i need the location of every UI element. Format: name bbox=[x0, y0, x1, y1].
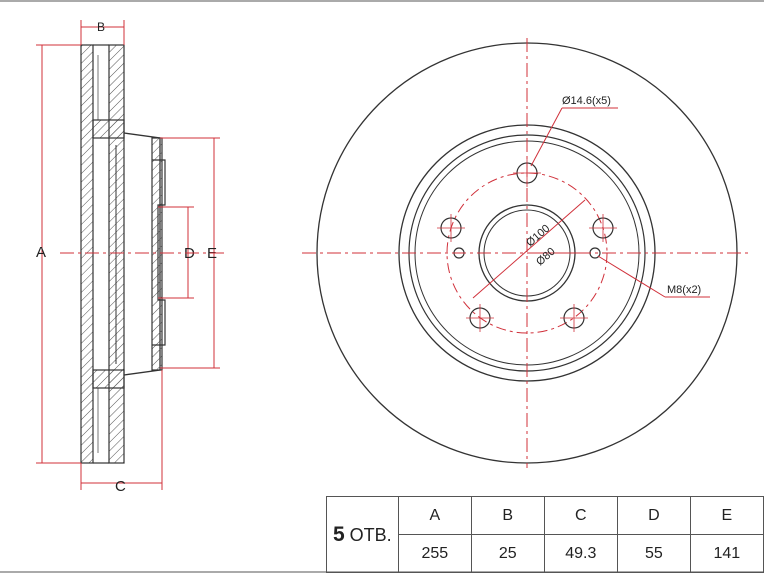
hat-wall-bottom bbox=[92, 369, 125, 389]
thread-label: M8(x2) bbox=[667, 284, 701, 296]
pcd-label: Ø100 bbox=[524, 223, 552, 250]
pcd-leader bbox=[472, 199, 586, 299]
hat-wall-top bbox=[92, 119, 125, 139]
value-A: 255 bbox=[397, 534, 472, 573]
spec-value-row: 255 25 49.3 55 141 bbox=[327, 534, 764, 573]
bolt-hole-label: Ø14.6(x5) bbox=[562, 95, 611, 107]
header-B: B bbox=[470, 496, 545, 535]
dim-B-label: B bbox=[97, 20, 105, 34]
dim-C-label: C bbox=[115, 478, 126, 495]
value-D: 55 bbox=[617, 534, 691, 573]
thread-leader bbox=[597, 255, 666, 298]
hub-bore bbox=[152, 159, 166, 346]
center-bore-label: Ø80 bbox=[534, 246, 558, 269]
front-view: Ø14.6(x5) Ø100 Ø80 M8(x2) bbox=[302, 38, 750, 468]
header-A: A bbox=[397, 496, 472, 535]
holes-cell: 5 ОТВ. bbox=[326, 496, 399, 573]
friction-plate-outer bbox=[80, 44, 94, 464]
dim-A-label: A bbox=[36, 244, 46, 261]
value-C: 49.3 bbox=[543, 534, 619, 573]
header-C: C bbox=[543, 496, 619, 535]
header-D: D bbox=[617, 496, 691, 535]
value-B: 25 bbox=[470, 534, 545, 573]
spec-table: 5 ОТВ. A B C D E 255 25 49.3 55 141 bbox=[326, 496, 764, 573]
value-E: 141 bbox=[689, 534, 764, 573]
bolt-hole-leader bbox=[530, 107, 563, 167]
hat-flange bbox=[151, 137, 163, 371]
spec-header-row: 5 ОТВ. A B C D E bbox=[326, 496, 764, 573]
holes-unit: ОТВ. bbox=[349, 524, 392, 545]
side-section-view: A B C D E bbox=[36, 20, 225, 495]
holes-number: 5 bbox=[332, 522, 345, 546]
header-E: E bbox=[689, 496, 764, 535]
